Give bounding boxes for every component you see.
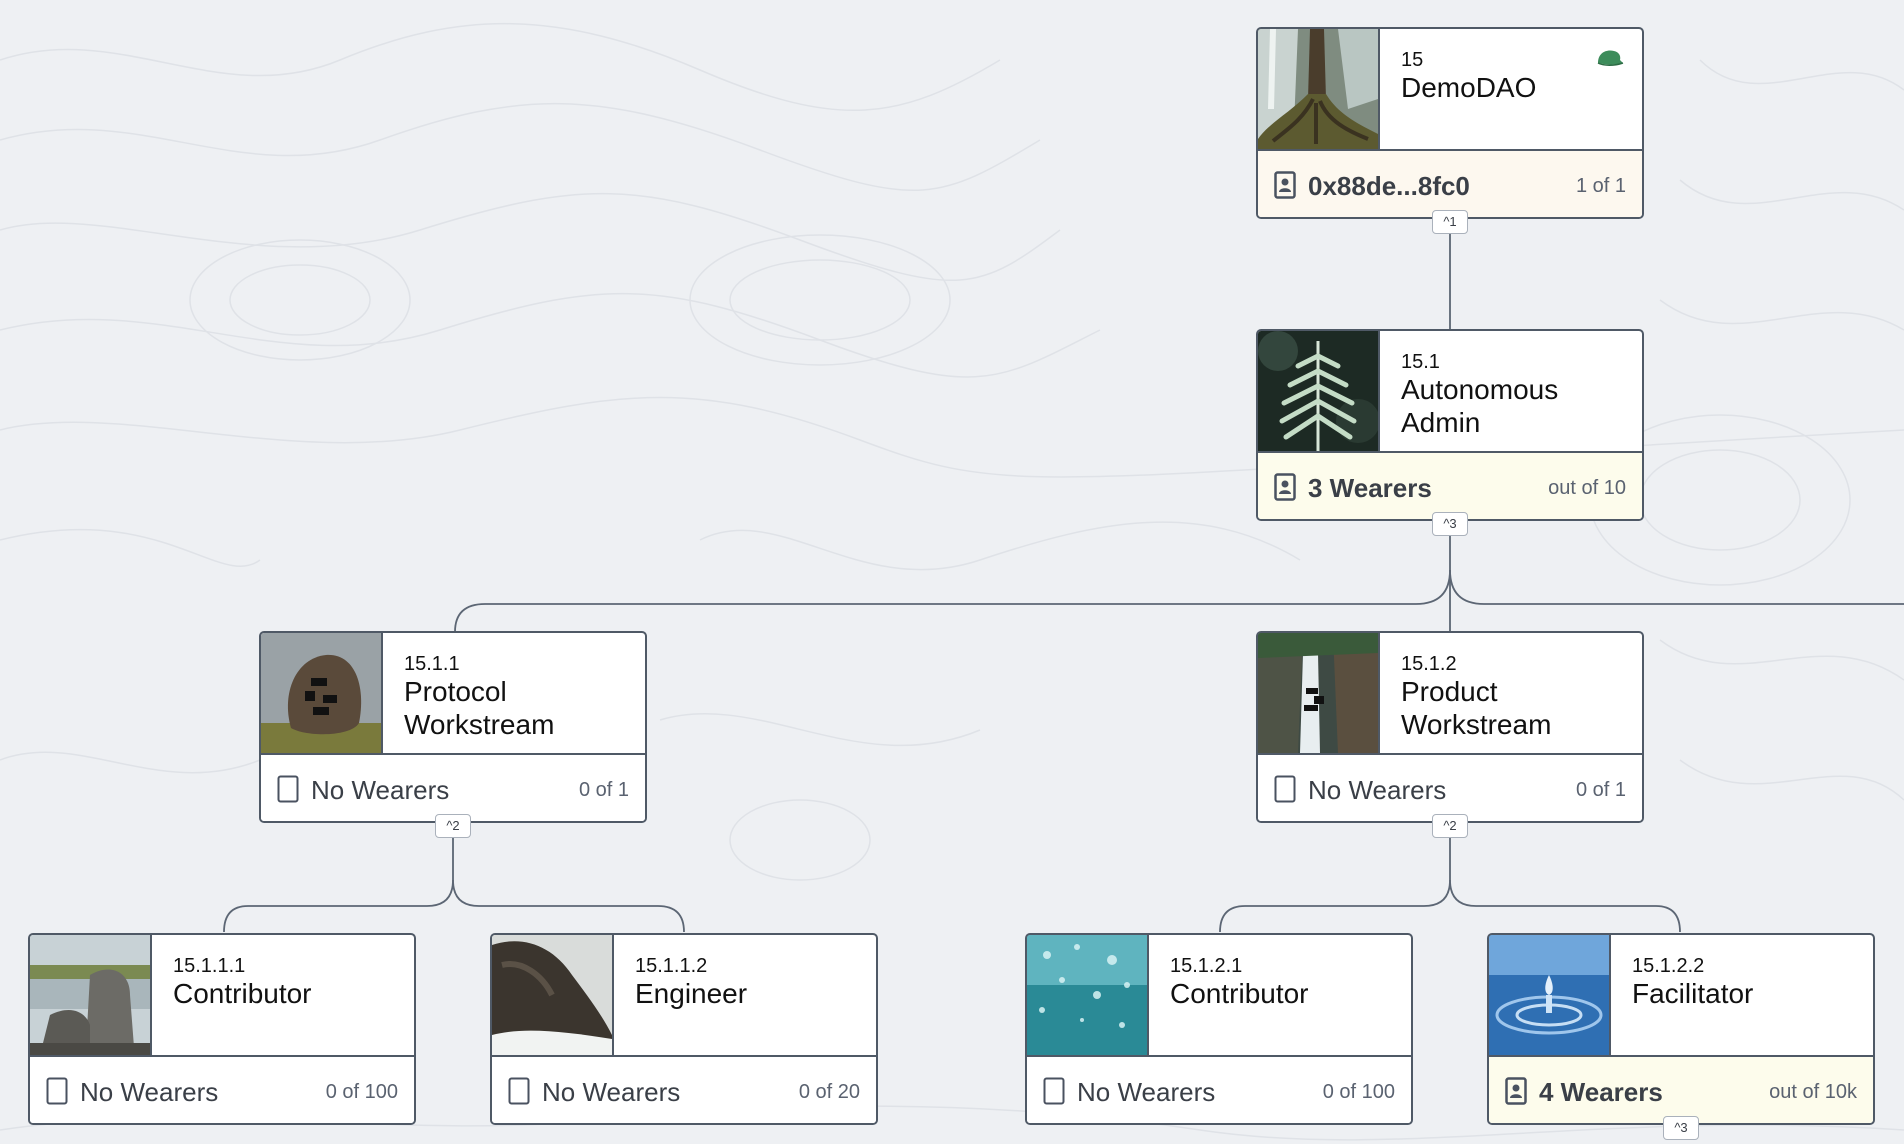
children-toggle[interactable]: ^1 <box>1432 210 1468 234</box>
wearer-supply: 0 of 1 <box>1575 779 1626 801</box>
hat-image <box>261 633 383 753</box>
wearer-supply: 1 of 1 <box>1575 175 1626 197</box>
hat-id: 15.1.1.2 <box>635 955 708 977</box>
hat-card-15-1-2[interactable]: 15.1.2 Product Workstream No Wearers 0 o… <box>1256 631 1644 838</box>
hat-id: 15 <box>1401 49 1424 71</box>
hat-image <box>1258 331 1380 451</box>
hat-id: 15.1.1 <box>404 653 460 675</box>
wearer-count: No Wearers <box>542 1077 681 1107</box>
hat-card-15-1-2-1[interactable]: 15.1.2.1 Contributor No Wearers 0 of 100 <box>1025 933 1413 1125</box>
hat-image <box>1027 935 1149 1055</box>
children-toggle[interactable]: ^3 <box>1432 512 1468 536</box>
wearer-count[interactable]: 4 Wearers <box>1539 1077 1663 1107</box>
hat-id: 15.1.2.2 <box>1632 955 1705 977</box>
children-toggle[interactable]: ^3 <box>1663 1116 1699 1140</box>
children-toggle[interactable]: ^2 <box>435 814 471 838</box>
empty-wearer-icon <box>277 775 299 803</box>
hat-name: Contributor <box>173 978 312 1009</box>
wearer-badge-icon <box>1274 473 1296 501</box>
hat-wearers-footer[interactable]: 0x88de...8fc0 1 of 1 <box>1258 151 1642 217</box>
hat-name: Facilitator <box>1632 978 1754 1009</box>
empty-wearer-icon <box>1043 1077 1065 1105</box>
hat-card-15-1[interactable]: 15.1 Autonomous Admin 3 Wearers out of 1… <box>1256 329 1644 536</box>
hat-wearers-footer[interactable]: No Wearers 0 of 1 <box>261 755 645 821</box>
wearer-count: No Wearers <box>1077 1077 1216 1107</box>
hat-card-15-1-2-2[interactable]: 15.1.2.2 Facilitator 4 Wearers out of 10… <box>1487 933 1875 1140</box>
hat-id: 15.1 <box>1401 351 1440 373</box>
hat-name: Engineer <box>635 978 748 1009</box>
wearer-supply: 0 of 20 <box>798 1081 860 1103</box>
hat-wearers-footer[interactable]: No Wearers 0 of 100 <box>30 1057 414 1123</box>
hat-card-15-1-1[interactable]: 15.1.1 Protocol Workstream No Wearers 0 … <box>259 631 647 838</box>
wearer-supply: 0 of 100 <box>1322 1081 1395 1103</box>
hat-card-header[interactable]: 15.1.2.1 Contributor <box>1027 935 1411 1057</box>
hat-card-header[interactable]: 15.1.2.2 Facilitator <box>1489 935 1873 1057</box>
hat-name: Autonomous Admin <box>1401 374 1559 438</box>
hat-wearers-footer[interactable]: No Wearers 0 of 1 <box>1258 755 1642 821</box>
hat-id: 15.1.1.1 <box>173 955 246 977</box>
hat-wearers-footer[interactable]: No Wearers 0 of 100 <box>1027 1057 1411 1123</box>
hat-id: 15.1.2 <box>1401 653 1457 675</box>
hat-card-header[interactable]: 15.1.1 Protocol Workstream <box>261 633 645 755</box>
empty-wearer-icon <box>46 1077 68 1105</box>
hat-image <box>1489 935 1611 1055</box>
wearer-badge-icon <box>1505 1077 1527 1105</box>
hat-card-header[interactable]: 15.1.2 Product Workstream <box>1258 633 1642 755</box>
hat-card-15-1-1-2[interactable]: 15.1.1.2 Engineer No Wearers 0 of 20 <box>490 933 878 1125</box>
wearer-supply: out of 10k <box>1769 1081 1857 1103</box>
wearer-count[interactable]: 3 Wearers <box>1308 473 1432 503</box>
hat-name: Protocol Workstream <box>404 676 555 740</box>
empty-wearer-icon <box>508 1077 530 1105</box>
wearer-count: No Wearers <box>311 775 450 805</box>
hat-card-header[interactable]: 15.1 Autonomous Admin <box>1258 331 1642 453</box>
wearer-supply: out of 10 <box>1548 477 1626 499</box>
hat-name: Contributor <box>1170 978 1309 1009</box>
wearer-supply: 0 of 100 <box>325 1081 398 1103</box>
wearer-count: No Wearers <box>80 1077 219 1107</box>
hat-id: 15.1.2.1 <box>1170 955 1243 977</box>
wearer-count: No Wearers <box>1308 775 1447 805</box>
hat-image <box>492 935 614 1055</box>
hat-image <box>1258 29 1380 149</box>
wearer-address[interactable]: 0x88de...8fc0 <box>1308 171 1470 201</box>
hat-name: Product Workstream <box>1401 676 1552 740</box>
hat-card-header[interactable]: 15 DemoDAO <box>1258 29 1642 151</box>
hat-name: DemoDAO <box>1401 72 1537 103</box>
empty-wearer-icon <box>1274 775 1296 803</box>
children-toggle[interactable]: ^2 <box>1432 814 1468 838</box>
wearer-badge-icon <box>1274 171 1296 199</box>
hat-wearers-footer[interactable]: No Wearers 0 of 20 <box>492 1057 876 1123</box>
hat-card-15[interactable]: 15 DemoDAO 0x88de...8fc0 1 of 1 ^1 <box>1256 27 1644 234</box>
hat-image <box>1258 633 1380 753</box>
hat-icon <box>1597 50 1624 66</box>
wearer-supply: 0 of 1 <box>578 779 629 801</box>
hat-card-header[interactable]: 15.1.1.1 Contributor <box>30 935 414 1057</box>
hat-image <box>30 935 152 1055</box>
hat-wearers-footer[interactable]: 4 Wearers out of 10k <box>1489 1057 1873 1123</box>
hat-wearers-footer[interactable]: 3 Wearers out of 10 <box>1258 453 1642 519</box>
hat-card-header[interactable]: 15.1.1.2 Engineer <box>492 935 876 1057</box>
hat-card-15-1-1-1[interactable]: 15.1.1.1 Contributor No Wearers 0 of 100 <box>28 933 416 1125</box>
